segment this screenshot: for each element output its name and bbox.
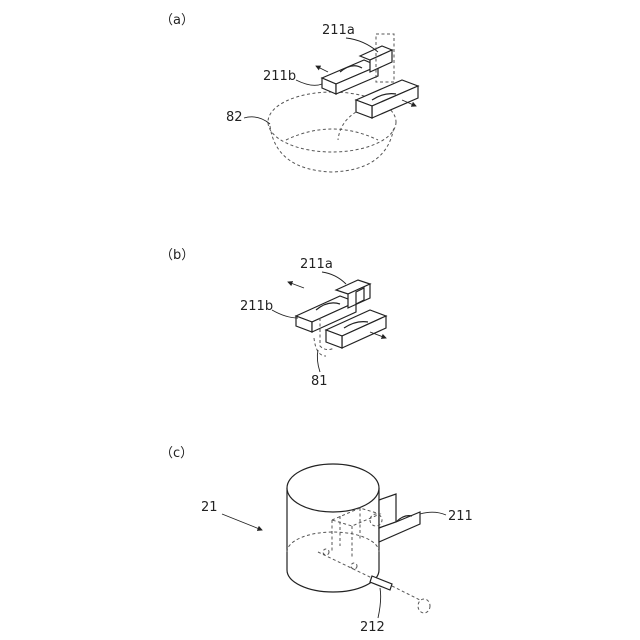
label-211b-b: 211b — [240, 299, 273, 314]
panel-b: （b） 211a 2 — [160, 248, 386, 389]
motion-arrow-left-b — [288, 282, 304, 288]
panel-a-tag: （a） — [160, 13, 194, 28]
motion-arrow-right-b — [370, 332, 386, 338]
leader-81 — [317, 350, 320, 372]
label-211: 211 — [448, 509, 473, 524]
holder-part-front-right — [338, 80, 418, 140]
arrow-21 — [222, 514, 262, 530]
label-82: 82 — [226, 110, 243, 125]
leader-212 — [378, 588, 381, 618]
leader-211b-a — [296, 80, 322, 85]
label-211b-a: 211b — [263, 69, 296, 84]
panel-c: （c） 21 211 — [160, 446, 473, 635]
panel-a: （a） 2 — [160, 13, 418, 172]
leader-211b-b — [272, 310, 298, 318]
cylinder-body — [287, 464, 379, 592]
label-81: 81 — [311, 374, 328, 389]
label-212: 212 — [360, 620, 385, 635]
panel-b-tag: （b） — [160, 248, 194, 263]
panel-c-tag: （c） — [160, 446, 193, 461]
leader-211a-b — [322, 272, 346, 284]
leader-82 — [244, 117, 270, 124]
label-211a-b: 211a — [300, 257, 333, 272]
motion-arrow-left — [316, 66, 328, 72]
leader-211 — [420, 512, 446, 515]
label-211a-a: 211a — [322, 23, 355, 38]
label-21: 21 — [201, 500, 218, 515]
